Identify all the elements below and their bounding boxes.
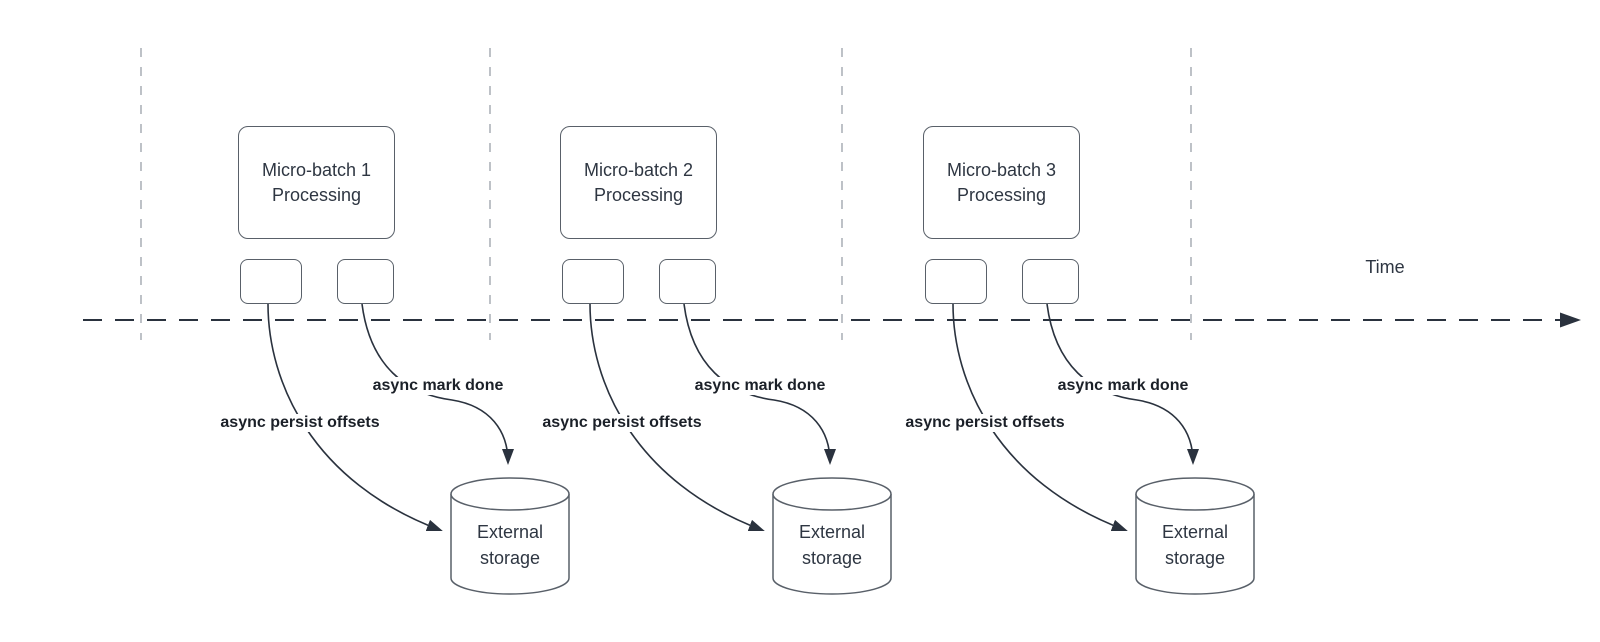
async-persist-offsets-label: async persist offsets <box>539 414 705 432</box>
mark-done-task-box <box>337 259 394 304</box>
external-storage-label: External storage <box>798 522 866 568</box>
async-mark-done-label: async mark done <box>369 377 507 395</box>
external-storage-label: External storage <box>476 522 544 568</box>
async-mark-done-label: async mark done <box>1054 377 1192 395</box>
external-storage-label: External storage <box>1161 522 1229 568</box>
async-persist-offsets-label: async persist offsets <box>217 414 383 432</box>
mark-done-arrow <box>1046 303 1199 465</box>
microbatch-processing-box: Micro-batch 3 Processing <box>923 126 1080 239</box>
mark-done-task-box <box>1022 259 1079 304</box>
microbatch-processing-box: Micro-batch 1 Processing <box>238 126 395 239</box>
external-storage-cylinder: External storage <box>450 477 570 595</box>
mark-done-task-box <box>659 259 716 304</box>
mark-done-arrow <box>683 303 836 465</box>
mark-done-arrow <box>361 303 514 465</box>
cylinder-shape <box>1135 477 1255 595</box>
time-label: Time <box>1365 257 1405 277</box>
external-storage-cylinder: External storage <box>772 477 892 595</box>
async-mark-done-label: async mark done <box>691 377 829 395</box>
cylinder-shape <box>772 477 892 595</box>
time-axis-arrowhead <box>1560 312 1581 328</box>
persist-offsets-task-box <box>562 259 624 304</box>
async-persist-offsets-label: async persist offsets <box>902 414 1068 432</box>
persist-offsets-task-box <box>925 259 987 304</box>
persist-offsets-task-box <box>240 259 302 304</box>
microbatch-processing-box: Micro-batch 2 Processing <box>560 126 717 239</box>
external-storage-cylinder: External storage <box>1135 477 1255 595</box>
cylinder-shape <box>450 477 570 595</box>
